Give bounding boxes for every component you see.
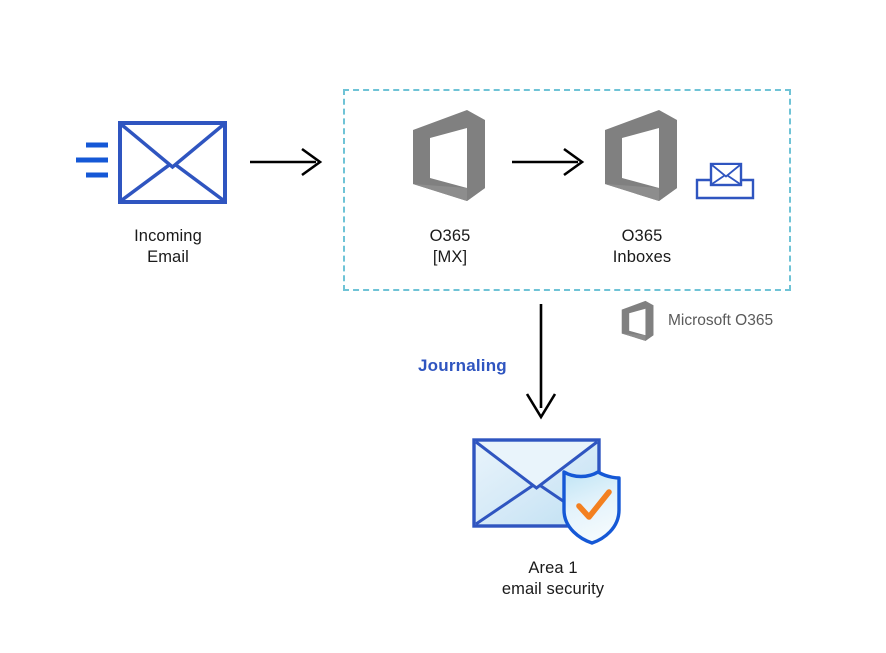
area1-label: Area 1 email security — [501, 559, 605, 598]
area1-node — [468, 430, 638, 546]
arrow-mx-to-inboxes — [512, 147, 585, 177]
office365-logo-icon — [621, 300, 654, 341]
o365-mx-node — [405, 108, 495, 208]
office365-logo-icon — [605, 110, 677, 201]
o365-inboxes-node — [597, 108, 687, 208]
inbox-tray-envelope-icon — [695, 162, 755, 200]
envelope-icon — [76, 121, 227, 204]
envelope-with-shield-check-icon — [472, 438, 621, 545]
incoming-email-node — [70, 115, 230, 215]
check-icon — [576, 489, 612, 520]
o365-mx-label: O365 [MX] — [429, 227, 471, 266]
o365-boundary-box — [343, 89, 791, 291]
legend-label: Microsoft O365 — [668, 312, 774, 329]
o365-inboxes-label: O365 Inboxes — [612, 227, 672, 266]
office365-logo-icon — [413, 110, 485, 201]
shield-icon — [562, 470, 621, 545]
incoming-email-label: Incoming Email — [134, 227, 202, 266]
journaling-label: Journaling — [418, 356, 507, 375]
arrow-incoming-to-mx — [250, 147, 323, 177]
speed-lines-icon — [76, 142, 108, 178]
arrow-journaling-down — [525, 304, 557, 420]
legend-o365: Microsoft O365 — [618, 300, 798, 346]
